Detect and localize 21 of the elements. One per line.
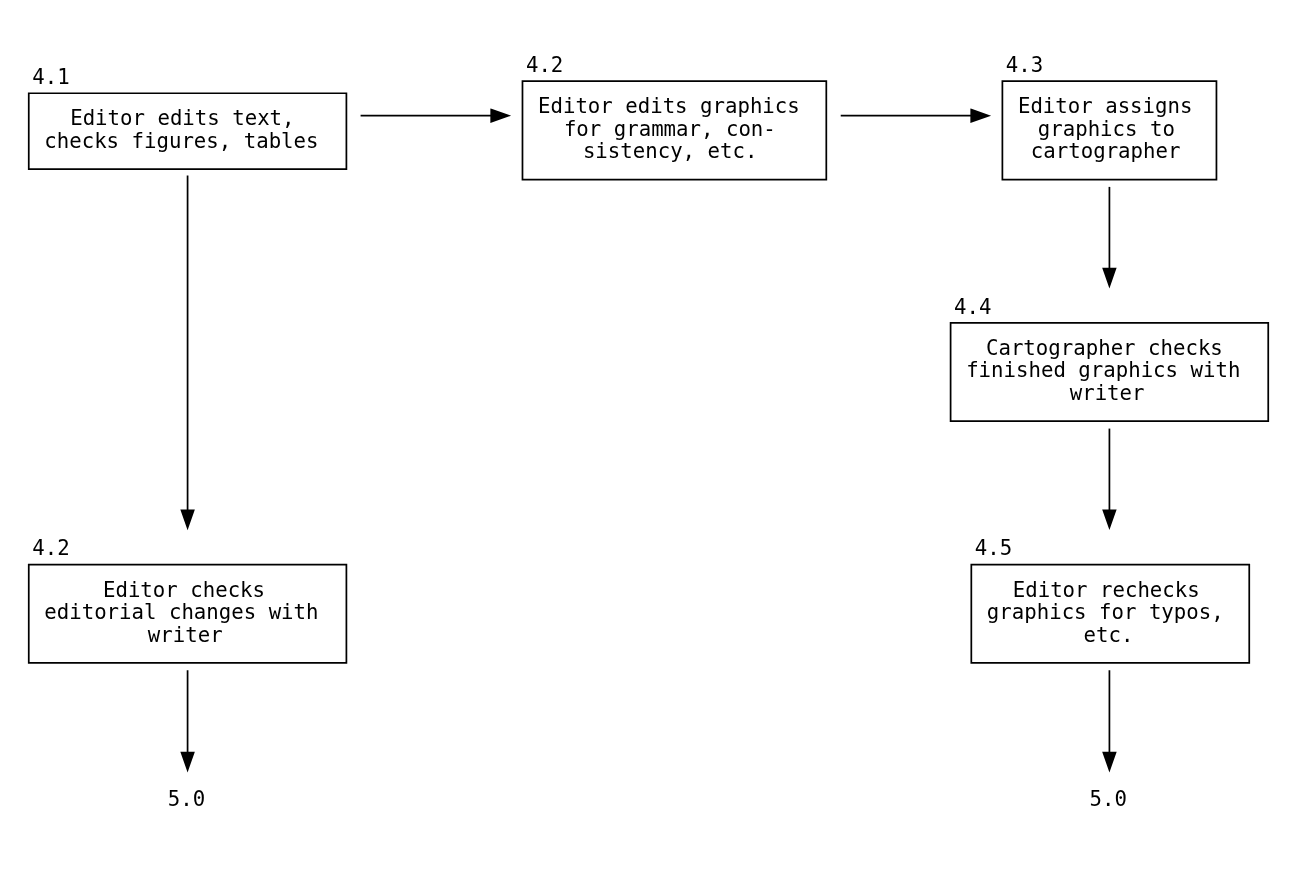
node-label: 4.1 [32, 64, 70, 89]
node-label: 4.2 [32, 536, 70, 561]
arrow [839, 108, 992, 123]
node-box: Editor edits graphics for grammar, con- sistency, etc. [521, 80, 828, 181]
node-label: 4.5 [974, 536, 1013, 561]
arrow [180, 669, 195, 773]
node-box: Cartographer checks finished graphics with writer [949, 321, 1270, 423]
node-box: Editor rechecks graphics for typos, etc. [970, 563, 1251, 664]
arrow [359, 108, 512, 123]
arrow [1102, 669, 1117, 773]
node-text: 5.0 [1089, 787, 1127, 812]
node-box: Editor checks editorial changes with writer [27, 563, 348, 664]
node-text: 5.0 [167, 787, 206, 812]
arrow [180, 174, 195, 531]
node-label: 4.3 [1005, 52, 1044, 77]
node-box: Editor edits text, checks figures, tables [27, 92, 348, 171]
arrow [1102, 427, 1117, 531]
arrow [1102, 186, 1117, 289]
node-box: Editor assigns graphics to cartographer [1001, 80, 1218, 181]
node-label: 4.4 [954, 294, 992, 319]
node-label: 4.2 [525, 52, 564, 77]
